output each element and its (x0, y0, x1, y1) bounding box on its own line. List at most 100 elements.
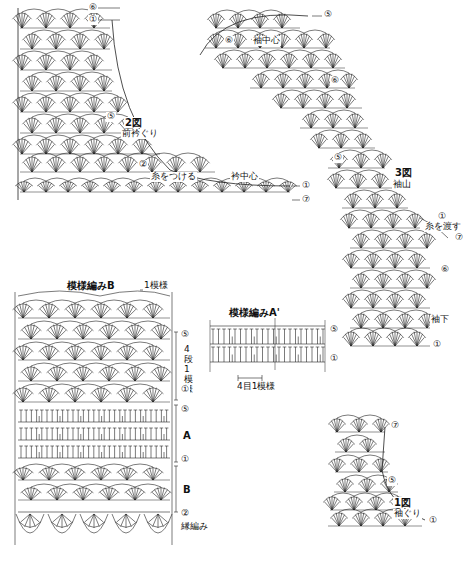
row-line (20, 91, 112, 92)
chain-arch (311, 110, 333, 113)
edging-scallop (16, 514, 44, 533)
fan-shell (374, 313, 392, 328)
fan-shell (364, 331, 382, 346)
fan-shell (367, 496, 385, 510)
fan-shell (358, 478, 376, 492)
chain-arch (289, 50, 311, 53)
row-number: ① (180, 455, 190, 465)
fan-shell (317, 33, 335, 48)
fan-shell (84, 96, 103, 112)
fan-shell (21, 324, 42, 339)
fan-shell (352, 313, 370, 328)
fan-shell (408, 293, 426, 308)
chain-arch (304, 30, 326, 33)
fan-shell (108, 138, 127, 154)
fan-shell (117, 345, 138, 360)
chain-arch (32, 153, 56, 156)
chain-arch (405, 310, 427, 313)
chain-arch (351, 250, 373, 253)
row-line (318, 148, 375, 149)
chain-arch (24, 178, 46, 181)
fan-shell (352, 273, 370, 288)
chain-arch (101, 384, 127, 387)
fan-shell (51, 514, 73, 528)
chain-arch (23, 300, 49, 303)
fan-shell (406, 213, 424, 228)
fan-shell (46, 156, 65, 172)
chain-arch (80, 30, 104, 33)
chain-arch (351, 328, 373, 331)
fan-shell (336, 478, 354, 492)
chain-arch (361, 270, 383, 273)
edging-scallop (144, 514, 172, 533)
fan-shell (12, 54, 31, 70)
fan-shell (323, 496, 341, 510)
chain-arch (383, 230, 405, 233)
chain-arch (395, 290, 417, 293)
figure-title: 模様編みB (66, 280, 116, 291)
row-number: ① (180, 385, 190, 395)
chain-arch (393, 210, 415, 213)
figure-title: 模様編みA' (228, 307, 281, 318)
fan-shell (408, 331, 426, 346)
fan-shell (60, 54, 79, 70)
fan-shell (70, 75, 89, 91)
fan-shell (13, 303, 34, 318)
fan-shell (39, 303, 60, 318)
chain-arch (261, 70, 283, 73)
chain-arch (361, 230, 383, 233)
note-label: 袖下 (430, 315, 450, 325)
fan-shell (36, 54, 55, 70)
fan-shell (36, 138, 55, 154)
row-line (350, 288, 430, 289)
fan-shell (350, 418, 368, 432)
fan-shell (91, 467, 112, 480)
fan-shell (359, 438, 377, 452)
chain-arch (94, 135, 118, 138)
armhole-edge (382, 427, 425, 520)
row-line (20, 112, 118, 113)
chain-arch (68, 178, 90, 181)
note-label: 衿中心 (230, 172, 259, 182)
fan-shell (337, 438, 355, 452)
post-stitch-row (210, 347, 325, 362)
center-line (275, 318, 276, 370)
chain-arch (135, 321, 161, 324)
chain-arch (46, 51, 70, 54)
chain-arch (405, 270, 427, 273)
chain-arch (49, 342, 75, 345)
chain-arch (75, 464, 101, 467)
chain-arch (31, 484, 57, 487)
chain-arch (337, 415, 359, 418)
chain-arch (337, 455, 359, 458)
fan-shell (73, 324, 94, 339)
chain-arch (135, 484, 161, 487)
fan-shell (386, 293, 404, 308)
fan-shell (328, 458, 346, 472)
chain-arch (31, 363, 57, 366)
fan-shell (418, 233, 436, 248)
post-stitch-row (210, 329, 325, 344)
chain-arch (223, 50, 245, 53)
chain-arch (305, 70, 327, 73)
row-line (350, 308, 430, 309)
fan-shell (22, 75, 41, 91)
chain-arch (56, 153, 80, 156)
fan-shell (65, 345, 86, 360)
fan-shell (396, 233, 414, 248)
row-line (20, 154, 160, 155)
row-line (335, 188, 395, 189)
fan-shell (147, 181, 165, 192)
fan-shell (354, 133, 372, 148)
fan-shell (73, 366, 94, 381)
post-stitch-row (18, 446, 170, 458)
row-line (280, 108, 362, 109)
chain-arch (176, 153, 200, 156)
chain-arch (373, 290, 395, 293)
fan-shell (117, 303, 138, 318)
chain-arch (109, 321, 135, 324)
chain-arch (23, 342, 49, 345)
chain-arch (216, 30, 238, 33)
chain-arch (46, 178, 68, 181)
row-line (222, 68, 345, 69)
